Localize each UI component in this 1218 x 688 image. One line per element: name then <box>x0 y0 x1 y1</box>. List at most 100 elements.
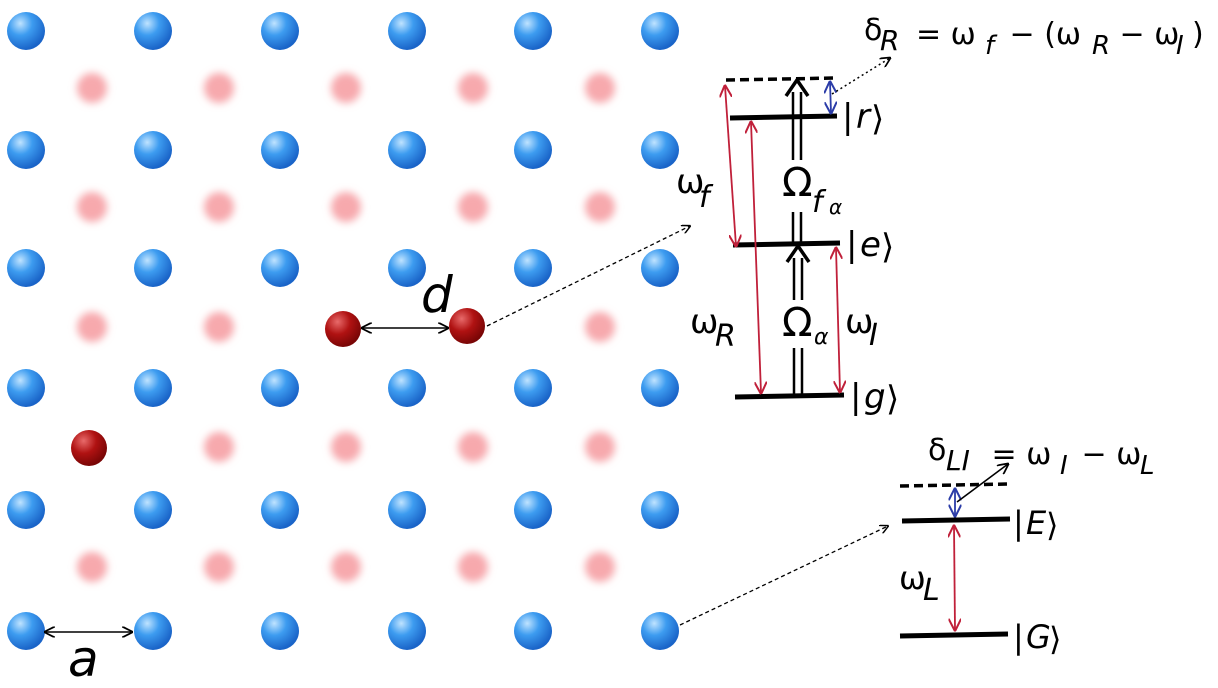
blue-atom <box>7 249 45 287</box>
state-label-G: | G ⟩ <box>1013 618 1061 658</box>
svg-text:− ω: − ω <box>1110 17 1179 52</box>
svg-text:Ω: Ω <box>782 160 813 206</box>
omega-I-arrow <box>836 248 840 392</box>
pink-site-layer <box>77 73 615 582</box>
pink-lattice-site <box>585 192 615 222</box>
detuning-R-arrow <box>830 82 831 113</box>
blue-atom <box>388 612 426 650</box>
svg-text:|: | <box>1013 504 1024 542</box>
svg-text:f: f <box>985 31 998 61</box>
blue-atom <box>641 12 679 50</box>
omega-R-arrow <box>751 122 761 393</box>
svg-text:ω: ω <box>690 302 718 342</box>
blue-atom <box>641 491 679 529</box>
pink-lattice-site <box>585 432 615 462</box>
svg-text:R: R <box>1092 31 1110 61</box>
lattice-spacing-label: a <box>68 630 99 684</box>
level-r <box>729 113 838 121</box>
detuning-LI-pointer <box>956 464 1008 503</box>
svg-text:I: I <box>1176 31 1184 61</box>
svg-text:δ: δ <box>864 13 882 48</box>
omega-R-label: ω R <box>690 302 736 354</box>
blue-atom <box>514 131 552 169</box>
blue-atom <box>514 491 552 529</box>
svg-text:r: r <box>856 97 872 137</box>
upper-level-scheme: | r ⟩ | e ⟩ | g ⟩ Ω f α <box>676 13 1204 419</box>
svg-text:g: g <box>864 377 886 417</box>
svg-text:e: e <box>860 225 881 265</box>
pink-lattice-site <box>204 192 234 222</box>
svg-text:⟩: ⟩ <box>871 99 884 139</box>
pink-lattice-site <box>331 432 361 462</box>
svg-text:|: | <box>846 225 857 265</box>
blue-atom <box>641 369 679 407</box>
svg-text:ω: ω <box>676 162 704 202</box>
svg-text:|: | <box>842 97 853 137</box>
svg-text:|: | <box>850 377 861 417</box>
red-atom-pair-left <box>325 311 361 347</box>
svg-text:− (ω: − (ω <box>1000 17 1081 52</box>
svg-text:R: R <box>715 319 736 354</box>
svg-text:− ω: − ω <box>1072 437 1141 472</box>
level-e <box>732 240 841 248</box>
pointer-to-lower-scheme <box>679 526 888 626</box>
pink-lattice-site <box>204 432 234 462</box>
lower-level-scheme: | E ⟩ | G ⟩ ω L δ LI = ω I − ω L <box>899 433 1155 658</box>
pink-lattice-site <box>331 73 361 103</box>
svg-text:I: I <box>1060 451 1068 481</box>
pink-lattice-site <box>585 552 615 582</box>
blue-atom <box>7 612 45 650</box>
blue-atom <box>7 369 45 407</box>
blue-atom <box>134 612 172 650</box>
svg-text:G: G <box>1026 618 1051 656</box>
svg-text:⟩: ⟩ <box>881 227 894 267</box>
svg-text:L: L <box>1140 451 1155 481</box>
blue-atom <box>134 249 172 287</box>
blue-atom <box>7 131 45 169</box>
svg-text:⟩: ⟩ <box>1046 506 1058 544</box>
pink-lattice-site <box>585 312 615 342</box>
svg-text:LI: LI <box>946 444 970 477</box>
pink-lattice-site <box>458 73 488 103</box>
blue-atom <box>388 491 426 529</box>
pink-lattice-site <box>331 192 361 222</box>
blue-atom <box>261 612 299 650</box>
state-label-E: | E ⟩ <box>1013 504 1058 544</box>
blue-atom <box>134 369 172 407</box>
svg-text:α: α <box>829 195 842 219</box>
pink-lattice-site <box>77 312 107 342</box>
rabi-label-bg-upper <box>780 160 838 212</box>
detuning-R-pointer <box>831 58 890 95</box>
omega-I-label: ω I <box>845 302 878 353</box>
blue-atom <box>7 491 45 529</box>
blue-atom <box>134 12 172 50</box>
pink-lattice-site <box>331 552 361 582</box>
pink-lattice-site <box>458 552 488 582</box>
blue-atom-layer <box>7 12 679 650</box>
pink-lattice-site <box>458 432 488 462</box>
state-label-e: | e ⟩ <box>846 225 894 267</box>
svg-text:|: | <box>1013 618 1024 656</box>
blue-atom <box>7 12 45 50</box>
blue-atom <box>261 491 299 529</box>
svg-text:⟩: ⟩ <box>1049 620 1061 658</box>
blue-atom <box>641 612 679 650</box>
pink-lattice-site <box>204 312 234 342</box>
svg-text:R: R <box>880 24 899 57</box>
blue-atom <box>134 491 172 529</box>
blue-atom <box>514 12 552 50</box>
svg-text:): ) <box>1192 17 1204 52</box>
state-label-r: | r ⟩ <box>842 97 884 139</box>
svg-text:ω: ω <box>899 559 926 597</box>
detuning-R-formula: δ R = ω f − (ω R − ω I ) <box>864 13 1204 61</box>
red-atom-pair-right <box>449 308 485 344</box>
blue-atom <box>641 249 679 287</box>
omega-L-label: ω L <box>899 559 940 608</box>
blue-atom <box>388 131 426 169</box>
svg-text:= ω: = ω <box>982 437 1051 472</box>
pair-distance-label: d <box>421 266 453 324</box>
omega-f-arrow <box>725 86 736 246</box>
virtual-level-E <box>899 482 1010 488</box>
blue-atom <box>261 369 299 407</box>
